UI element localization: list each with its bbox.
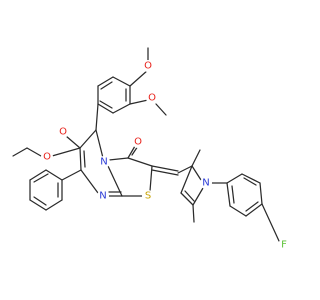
- bond: [29, 169, 47, 181]
- bond: [65, 135, 81, 149]
- atom-label-o: O: [43, 152, 51, 163]
- label-background: [97, 190, 109, 202]
- atom-label-o: O: [134, 137, 142, 148]
- atom-o-keto: O: [132, 136, 144, 148]
- molecule-structure-diagram: O O O O O N N S: [12, 47, 290, 251]
- bond: [226, 182, 231, 207]
- label-background: [142, 190, 154, 202]
- bond: [184, 190, 195, 202]
- bond: [151, 169, 179, 176]
- bond: [192, 204, 195, 223]
- bond: [80, 169, 99, 194]
- bond: [261, 203, 280, 242]
- bond: [12, 147, 28, 157]
- bond: [107, 165, 123, 197]
- bond: [180, 165, 193, 194]
- label-background: [98, 156, 110, 168]
- atom-o-methoxy-mid: O: [146, 92, 158, 104]
- bond: [231, 185, 235, 204]
- bond: [229, 205, 247, 217]
- bond: [97, 103, 114, 114]
- atom-s-thiazole: S: [142, 190, 154, 202]
- label-background: [132, 136, 144, 148]
- bond: [191, 165, 202, 181]
- atom-n-pyrimidine: N: [97, 190, 109, 202]
- bond: [129, 99, 149, 105]
- bond: [99, 100, 113, 109]
- bond: [127, 157, 153, 167]
- atom-label-layer: O O O O O N N S: [41, 60, 290, 251]
- atom-n-ring: N: [98, 156, 110, 168]
- atom-label-s: S: [145, 191, 151, 202]
- bond: [33, 173, 49, 183]
- bond-layer: [12, 47, 280, 242]
- label-background: [200, 177, 212, 189]
- atom-label-n: N: [99, 191, 106, 202]
- bond: [61, 169, 82, 181]
- atom-o-ester: O: [41, 151, 53, 163]
- label-background: [41, 151, 53, 163]
- atom-label-o: O: [148, 93, 156, 104]
- bond: [100, 81, 113, 90]
- bond: [180, 192, 194, 206]
- bond: [79, 147, 82, 171]
- bond: [245, 203, 263, 217]
- atom-o-ester-carbonyl: O: [57, 126, 69, 138]
- atom-f-aryl: F: [278, 239, 290, 251]
- bond: [108, 157, 129, 161]
- bond: [95, 129, 104, 159]
- atom-label-o: O: [144, 61, 152, 72]
- bond: [177, 165, 193, 174]
- atom-n-pyrrole: N: [200, 177, 212, 189]
- atom-label-f: F: [281, 240, 287, 251]
- bond: [79, 129, 97, 149]
- bond: [83, 150, 86, 168]
- bond: [45, 169, 63, 181]
- bond: [33, 196, 47, 206]
- bond: [129, 69, 149, 87]
- bond: [241, 173, 261, 184]
- bond: [26, 147, 42, 157]
- label-background: [142, 60, 154, 72]
- bond: [191, 149, 201, 167]
- atom-label-o: O: [59, 127, 67, 138]
- bond: [243, 177, 257, 186]
- bond: [29, 199, 47, 211]
- atom-label-n: N: [202, 178, 209, 189]
- label-background: [146, 92, 158, 104]
- bond: [95, 103, 99, 131]
- bond: [127, 145, 136, 159]
- bond: [245, 201, 259, 212]
- bond: [97, 76, 114, 87]
- bond: [112, 76, 131, 87]
- label-background: [57, 126, 69, 138]
- bond: [192, 187, 204, 206]
- bond: [259, 182, 263, 205]
- bond: [151, 165, 179, 172]
- bond: [226, 173, 243, 184]
- label-background: [278, 239, 290, 251]
- bond: [155, 103, 167, 116]
- bond: [51, 147, 81, 157]
- atom-o-methoxy-top: O: [142, 60, 154, 72]
- bond: [112, 103, 131, 114]
- bond: [45, 199, 63, 211]
- atom-label-n: N: [100, 157, 107, 168]
